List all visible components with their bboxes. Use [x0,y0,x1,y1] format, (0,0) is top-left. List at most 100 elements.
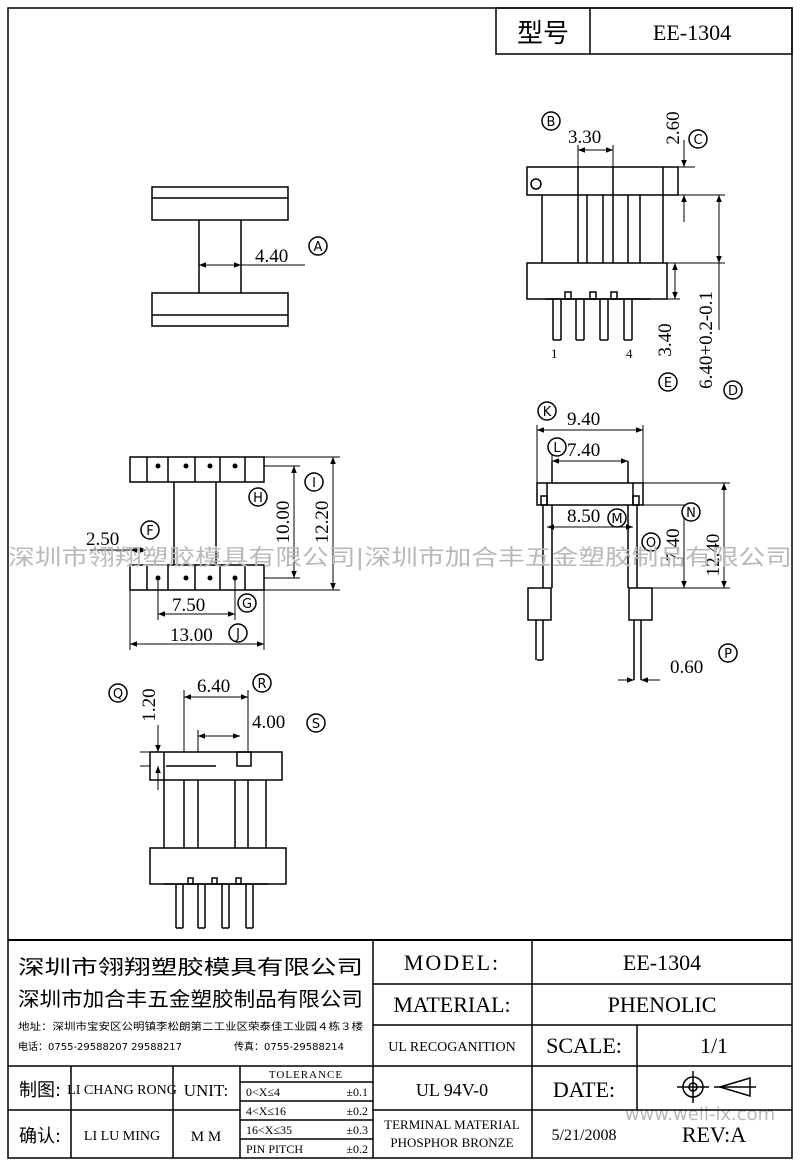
balloon-s: S [306,713,326,733]
balloon-j-letter: J [235,627,240,642]
scale-label: SCALE: [546,1033,622,1058]
balloon-k: K [537,401,557,421]
sheet-border [7,7,793,1159]
balloon-i: I [304,472,324,492]
tolerance-value-1: ±0.1 [346,1085,368,1099]
tolerance-range-1: 0<X≤4 [246,1085,280,1099]
tolerance-value-4: ±0.2 [346,1142,368,1156]
terminal-label: TERMINAL MATERIAL [384,1117,520,1132]
dim-f-value: 2.50 [86,529,119,550]
balloon-d: D [723,380,743,400]
top-model-value: EE-1304 [653,20,731,45]
balloon-g-letter: G [242,597,252,612]
drawn-by: LI CHANG RONG [67,1083,177,1098]
balloon-m-letter: M [611,512,622,527]
balloon-c: C [688,129,708,149]
balloon-r: R [252,673,272,693]
balloon-g: G [237,593,257,613]
tolerance-range-3: 16<X≤35 [246,1123,292,1137]
company-fax: 传真：0755-29588214 [234,1040,344,1053]
balloon-n-letter: N [686,506,696,521]
company-name-primary: 深圳市翎翔塑胶模具有限公司 [18,955,363,979]
ul-label: UL RECOGANITION [388,1040,515,1055]
view-front [526,140,725,341]
revision: REV:A [682,1122,746,1147]
dim-h-value: 10.00 [273,501,294,544]
view-bottom-front [149,751,287,929]
model-value: EE-1304 [623,950,701,975]
balloon-a: A [308,236,328,256]
balloon-r-letter: R [257,677,266,692]
tolerance-value-3: ±0.3 [346,1123,368,1137]
ul-value: UL 94V-0 [416,1080,488,1100]
balloon-n: N [681,502,701,522]
dim-o-value: 7.40 [663,528,684,561]
balloon-l-letter: L [553,441,561,456]
dim-a-value: 4.40 [255,246,288,267]
balloon-b-letter: B [547,115,556,130]
company-phone: 电话：0755-29588207 29588217 [18,1040,182,1053]
date-value: 5/21/2008 [552,1127,617,1144]
pin-label-first: 1 [551,346,558,361]
balloon-b: B [541,111,561,131]
balloon-q: Q [108,683,128,703]
side-section-dimensions [536,425,730,683]
balloon-f-letter: F [146,524,153,539]
balloon-l: L [547,437,567,457]
dim-b-value: 3.30 [568,127,601,148]
dim-r-value: 6.40 [197,676,230,697]
date-label: DATE: [553,1077,615,1102]
dim-c-value: 2.60 [663,111,684,144]
unit-value: M M [191,1129,221,1145]
pin-label-last: 4 [626,346,633,361]
model-label: MODEL: [404,950,500,975]
top-model-label: 型号 [517,19,569,49]
dim-s-value: 4.00 [252,712,285,733]
company-address: 地址：深圳市宝安区公明镇李松朗第二工业区荣泰佳工业园４栋３楼 [18,1020,363,1033]
unit-label: UNIT: [184,1081,228,1100]
dim-p-value: 0.60 [670,657,703,678]
top-view-dimensions [90,456,340,650]
material-value: PHENOLIC [608,992,717,1017]
tolerance-range-2: 4<X≤16 [246,1104,286,1118]
tolerance-value-2: ±0.2 [346,1104,368,1118]
third-angle-projection-icon [677,1071,756,1103]
top-model-box: 型号 EE-1304 [495,7,793,55]
dim-e-value: 3.40 [655,323,676,356]
watermark-text: 深圳市翎翔塑胶模具有限公司|深圳市加合丰五金塑胶制品有限公司 [8,546,792,571]
dim-j-value: 13.00 [170,625,213,646]
material-label: MATERIAL: [393,992,510,1017]
balloon-o-letter: O [646,536,656,551]
scale-value: 1/1 [700,1033,728,1058]
bottom-front-dimensions [140,690,249,790]
dim-g-value: 7.50 [172,595,205,616]
balloon-h-letter: H [253,491,263,506]
balloon-p: P [718,643,738,663]
balloon-k-letter: K [543,405,552,420]
confirm-label: 确认: [19,1126,61,1147]
balloon-o: O [641,532,661,552]
dim-d-value: 6.40+0.2-0.1 [696,291,717,389]
balloon-i-letter: I [312,476,316,491]
confirm-by: LI LU MING [84,1129,160,1144]
view-side-profile [151,186,305,327]
balloon-q-letter: Q [113,687,123,702]
balloon-p-letter: P [724,647,732,662]
balloon-a-letter: A [314,240,323,255]
tolerance-range-4: PIN PITCH [246,1142,303,1156]
drawn-label: 制图: [19,1080,61,1101]
balloon-e-letter: E [664,376,672,391]
dim-m-value: 8.50 [567,506,600,527]
balloon-j: J [228,623,248,643]
terminal-value: PHOSPHOR BRONZE [390,1135,513,1150]
company-name-secondary: 深圳市加合丰五金塑胶制品有限公司 [18,987,363,1011]
dim-n-value: 12.40 [703,534,724,577]
balloon-h: H [248,487,268,507]
balloon-e: E [658,372,678,392]
dimension-balloons: A B C D E F G H I J K L M N O P Q R S [108,111,743,733]
balloon-c-letter: C [693,133,702,148]
dim-i-value: 12.20 [312,501,333,544]
dim-q-value: 1.20 [139,688,160,721]
